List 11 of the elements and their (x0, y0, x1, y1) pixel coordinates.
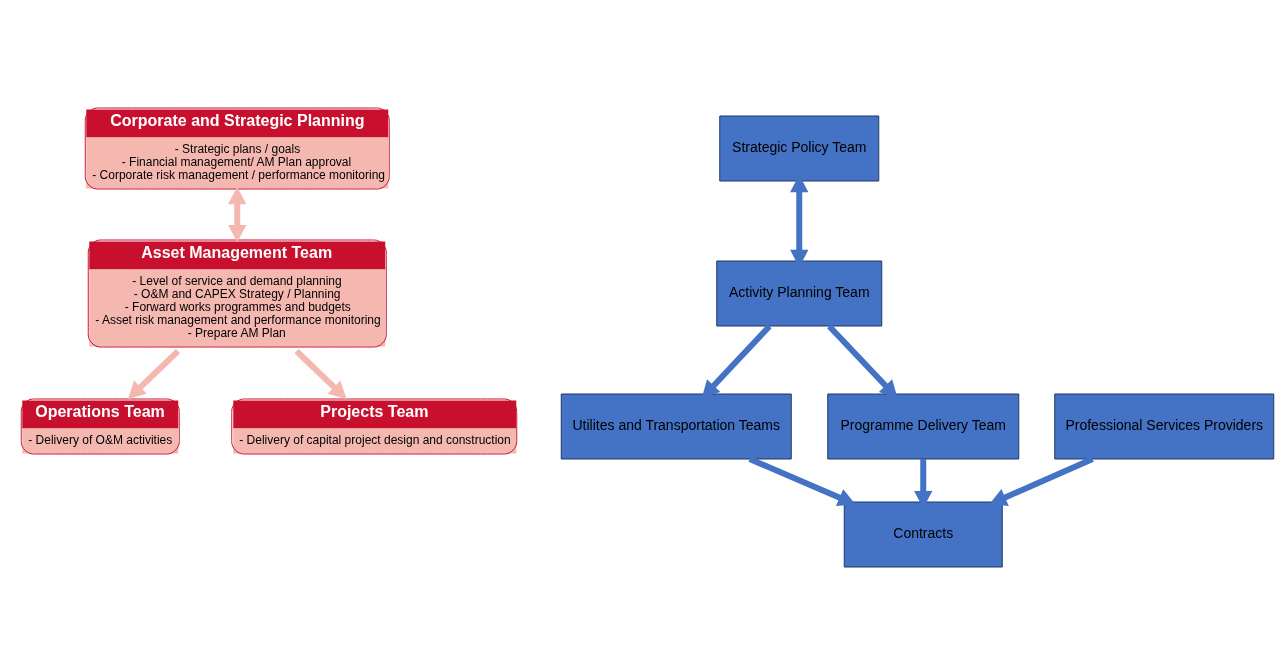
arrow (748, 456, 856, 506)
node-box: Professional Services Providers (1054, 393, 1275, 460)
node-box: Utilites and Transportation Teams (560, 393, 792, 460)
node-box: Strategic Policy Team (719, 115, 880, 182)
arrow (228, 186, 247, 243)
node-box: Programme Delivery Team (827, 393, 1020, 460)
arrow (989, 456, 1094, 506)
node-box: Contracts (843, 501, 1003, 568)
arrow (294, 349, 347, 400)
node-box: Activity Planning Team (716, 260, 883, 327)
arrow (127, 349, 181, 400)
